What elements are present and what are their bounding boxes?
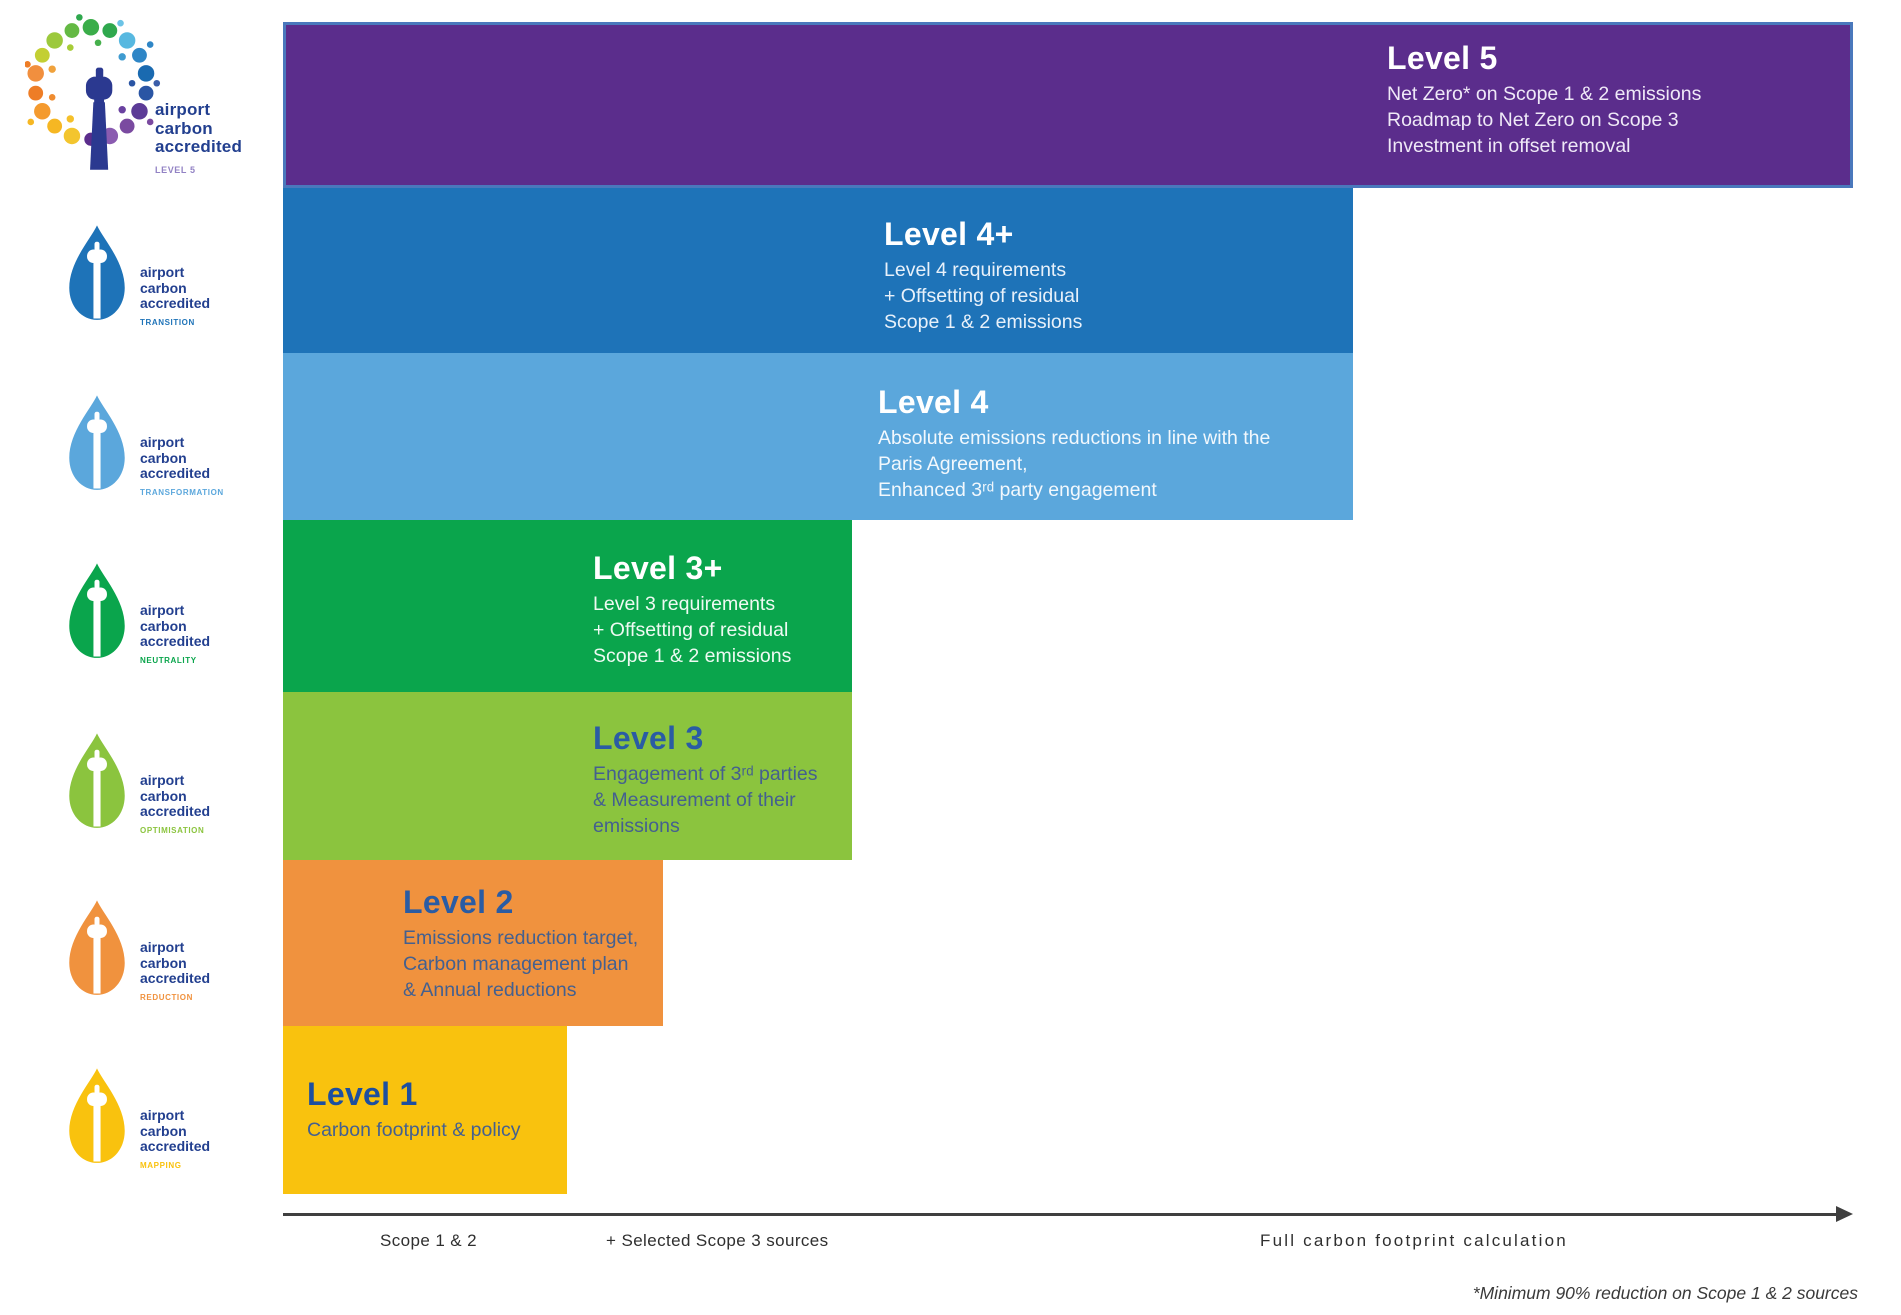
level-1-title: Level 1 <box>307 1076 418 1112</box>
logo-word-airport: airport <box>140 264 185 280</box>
logo-word-accredited: accredited <box>140 295 211 311</box>
level-2-line-2: Carbon management plan <box>403 953 629 975</box>
level-3-title: Level 3 <box>593 720 704 756</box>
level-5-line-3: Investment in offset removal <box>1387 135 1631 157</box>
aca-logo-level-1: airport carbon accredited MAPPING <box>65 1066 265 1176</box>
logo-word-airport: airport <box>140 1107 185 1123</box>
droplet-tower-icon <box>65 731 129 831</box>
droplet-tower-icon <box>65 898 129 998</box>
logo-tag: NEUTRALITY <box>140 655 197 665</box>
axis-label-selected-scope-3: + Selected Scope 3 sources <box>606 1231 829 1250</box>
level-4plus-line-2: + Offsetting of residual <box>884 285 1080 307</box>
logo-word-airport: airport <box>140 939 185 955</box>
level-4-line-1: Absolute emissions reductions in line wi… <box>878 427 1271 449</box>
level-1-bar <box>283 1026 567 1194</box>
level-3plus-line-1: Level 3 requirements <box>593 593 776 615</box>
logo-tag: TRANSFORMATION <box>140 487 224 497</box>
control-tower-icon <box>85 67 113 170</box>
logo-word-airport: airport <box>140 434 185 450</box>
logo-word-accredited: accredited <box>140 803 211 819</box>
logo-word-accredited: accredited <box>140 970 211 986</box>
level-2-bar <box>283 860 663 1026</box>
level-3plus-line-2: + Offsetting of residual <box>593 619 789 641</box>
level-1-line-1: Carbon footprint & policy <box>307 1119 521 1141</box>
aca-logo-level-3plus: airport carbon accredited NEUTRALITY <box>65 561 265 671</box>
level-4plus-line-1: Level 4 requirements <box>884 259 1067 281</box>
level-3-line-2: & Measurement of their <box>593 789 796 811</box>
level-3plus-title: Level 3+ <box>593 550 723 586</box>
level-3plus-text-block: Level 3+ Level 3 requirements + Offsetti… <box>593 550 791 669</box>
level-5-line-2: Roadmap to Net Zero on Scope 3 <box>1387 109 1679 131</box>
logo-tag: OPTIMISATION <box>140 825 205 835</box>
logo-word-carbon: carbon <box>140 1122 187 1139</box>
level-4-text-block: Level 4 Absolute emissions reductions in… <box>878 384 1270 503</box>
level-3-text-block: Level 3 Engagement of 3ʳᵈ parties & Meas… <box>593 720 818 839</box>
logo-word-carbon: carbon <box>140 617 187 634</box>
level-5-text-block: Level 5 Net Zero* on Scope 1 & 2 emissio… <box>1387 40 1701 159</box>
aca-logo-level-3: airport carbon accredited OPTIMISATION <box>65 731 265 841</box>
level-2-line-3: & Annual reductions <box>403 979 577 1001</box>
aca-logo-level-2: airport carbon accredited REDUCTION <box>65 898 265 1008</box>
logo-word-accredited: accredited <box>155 137 243 156</box>
x-axis-arrowhead <box>1836 1206 1853 1222</box>
axis-label-full-footprint: Full carbon footprint calculation <box>1260 1231 1568 1250</box>
logo-word-carbon: carbon <box>140 279 187 296</box>
level-4-line-3: Enhanced 3ʳᵈ party engagement <box>878 479 1157 501</box>
logo-tag: REDUCTION <box>140 992 193 1002</box>
level-4plus-title: Level 4+ <box>884 216 1014 252</box>
logo-word-accredited: accredited <box>140 1138 211 1154</box>
axis-label-scope-1-2: Scope 1 & 2 <box>380 1231 478 1250</box>
logo-tag-level5: LEVEL 5 <box>155 164 196 175</box>
droplet-tower-icon <box>65 561 129 661</box>
level-1-text-block: Level 1 Carbon footprint & policy <box>307 1076 521 1143</box>
level-3-bar <box>283 692 852 860</box>
logo-word-carbon: carbon <box>155 118 213 138</box>
leaf-wreath-icon <box>25 14 161 170</box>
droplet-tower-icon <box>65 223 129 323</box>
level-4-line-2: Paris Agreement, <box>878 453 1028 475</box>
level-3plus-bar <box>283 520 852 692</box>
level-2-text-block: Level 2 Emissions reduction target, Carb… <box>403 884 638 1003</box>
logo-word-accredited: accredited <box>140 633 211 649</box>
level-5-title: Level 5 <box>1387 40 1498 76</box>
level-5-bar <box>283 22 1853 188</box>
logo-word-airport: airport <box>140 602 185 618</box>
level-2-line-1: Emissions reduction target, <box>403 927 639 949</box>
level-2-title: Level 2 <box>403 884 514 920</box>
logo-word-airport: airport <box>140 772 185 788</box>
logo-tag: MAPPING <box>140 1160 182 1170</box>
level-5-line-1: Net Zero* on Scope 1 & 2 emissions <box>1387 83 1702 105</box>
footnote-minimum-reduction: *Minimum 90% reduction on Scope 1 & 2 so… <box>1472 1283 1858 1303</box>
aca-level5-logo: airport carbon accredited LEVEL 5 <box>25 5 260 187</box>
logo-word-airport: airport <box>155 100 211 119</box>
aca-logo-level-4: airport carbon accredited TRANSFORMATION <box>65 393 265 503</box>
level-4plus-text-block: Level 4+ Level 4 requirements + Offsetti… <box>884 216 1082 335</box>
level-4-title: Level 4 <box>878 384 989 420</box>
level-4plus-line-3: Scope 1 & 2 emissions <box>884 311 1083 333</box>
level-4-bar <box>283 353 1353 520</box>
droplet-tower-icon <box>65 393 129 493</box>
level-3plus-line-3: Scope 1 & 2 emissions <box>593 645 792 667</box>
x-axis-line <box>283 1213 1838 1216</box>
aca-logo-level-4plus: airport carbon accredited TRANSITION <box>65 223 265 333</box>
level-3-line-3: emissions <box>593 815 680 837</box>
logo-word-carbon: carbon <box>140 787 187 804</box>
logo-word-accredited: accredited <box>140 465 211 481</box>
logo-tag: TRANSITION <box>140 317 195 327</box>
level-3-line-1: Engagement of 3ʳᵈ parties <box>593 763 818 785</box>
logo-word-carbon: carbon <box>140 954 187 971</box>
droplet-tower-icon <box>65 1066 129 1166</box>
level-4plus-bar <box>283 188 1353 353</box>
logo-word-carbon: carbon <box>140 449 187 466</box>
